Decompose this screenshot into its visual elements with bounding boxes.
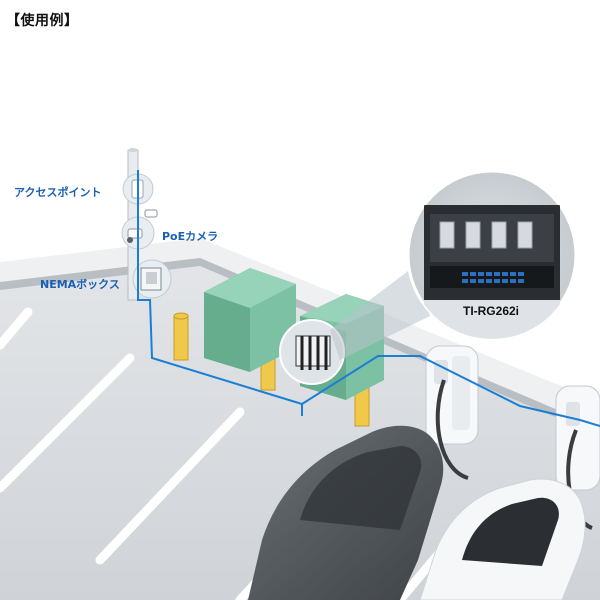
bollard-icon: [173, 312, 189, 361]
car-icon: [248, 425, 444, 600]
poe-camera-label: PoEカメラ: [162, 230, 219, 243]
router-icon: [295, 335, 331, 370]
nema-box-label: NEMAボックス: [40, 278, 120, 291]
page-title: 【使用例】: [6, 13, 79, 29]
car-icon: [419, 478, 586, 600]
callout-connector: [330, 262, 430, 360]
white-car: [419, 478, 586, 600]
switch-bubble: [279, 319, 345, 385]
nema-box-bubble: [132, 259, 172, 299]
rack-model-label: TI-RG262i: [462, 304, 519, 318]
poe-camera-bubble: [121, 209, 158, 250]
dark-car: [248, 425, 444, 600]
access-point-label: アクセスポイント: [14, 186, 102, 199]
network-cable: [137, 170, 600, 427]
nema-box-icon: [140, 267, 162, 291]
